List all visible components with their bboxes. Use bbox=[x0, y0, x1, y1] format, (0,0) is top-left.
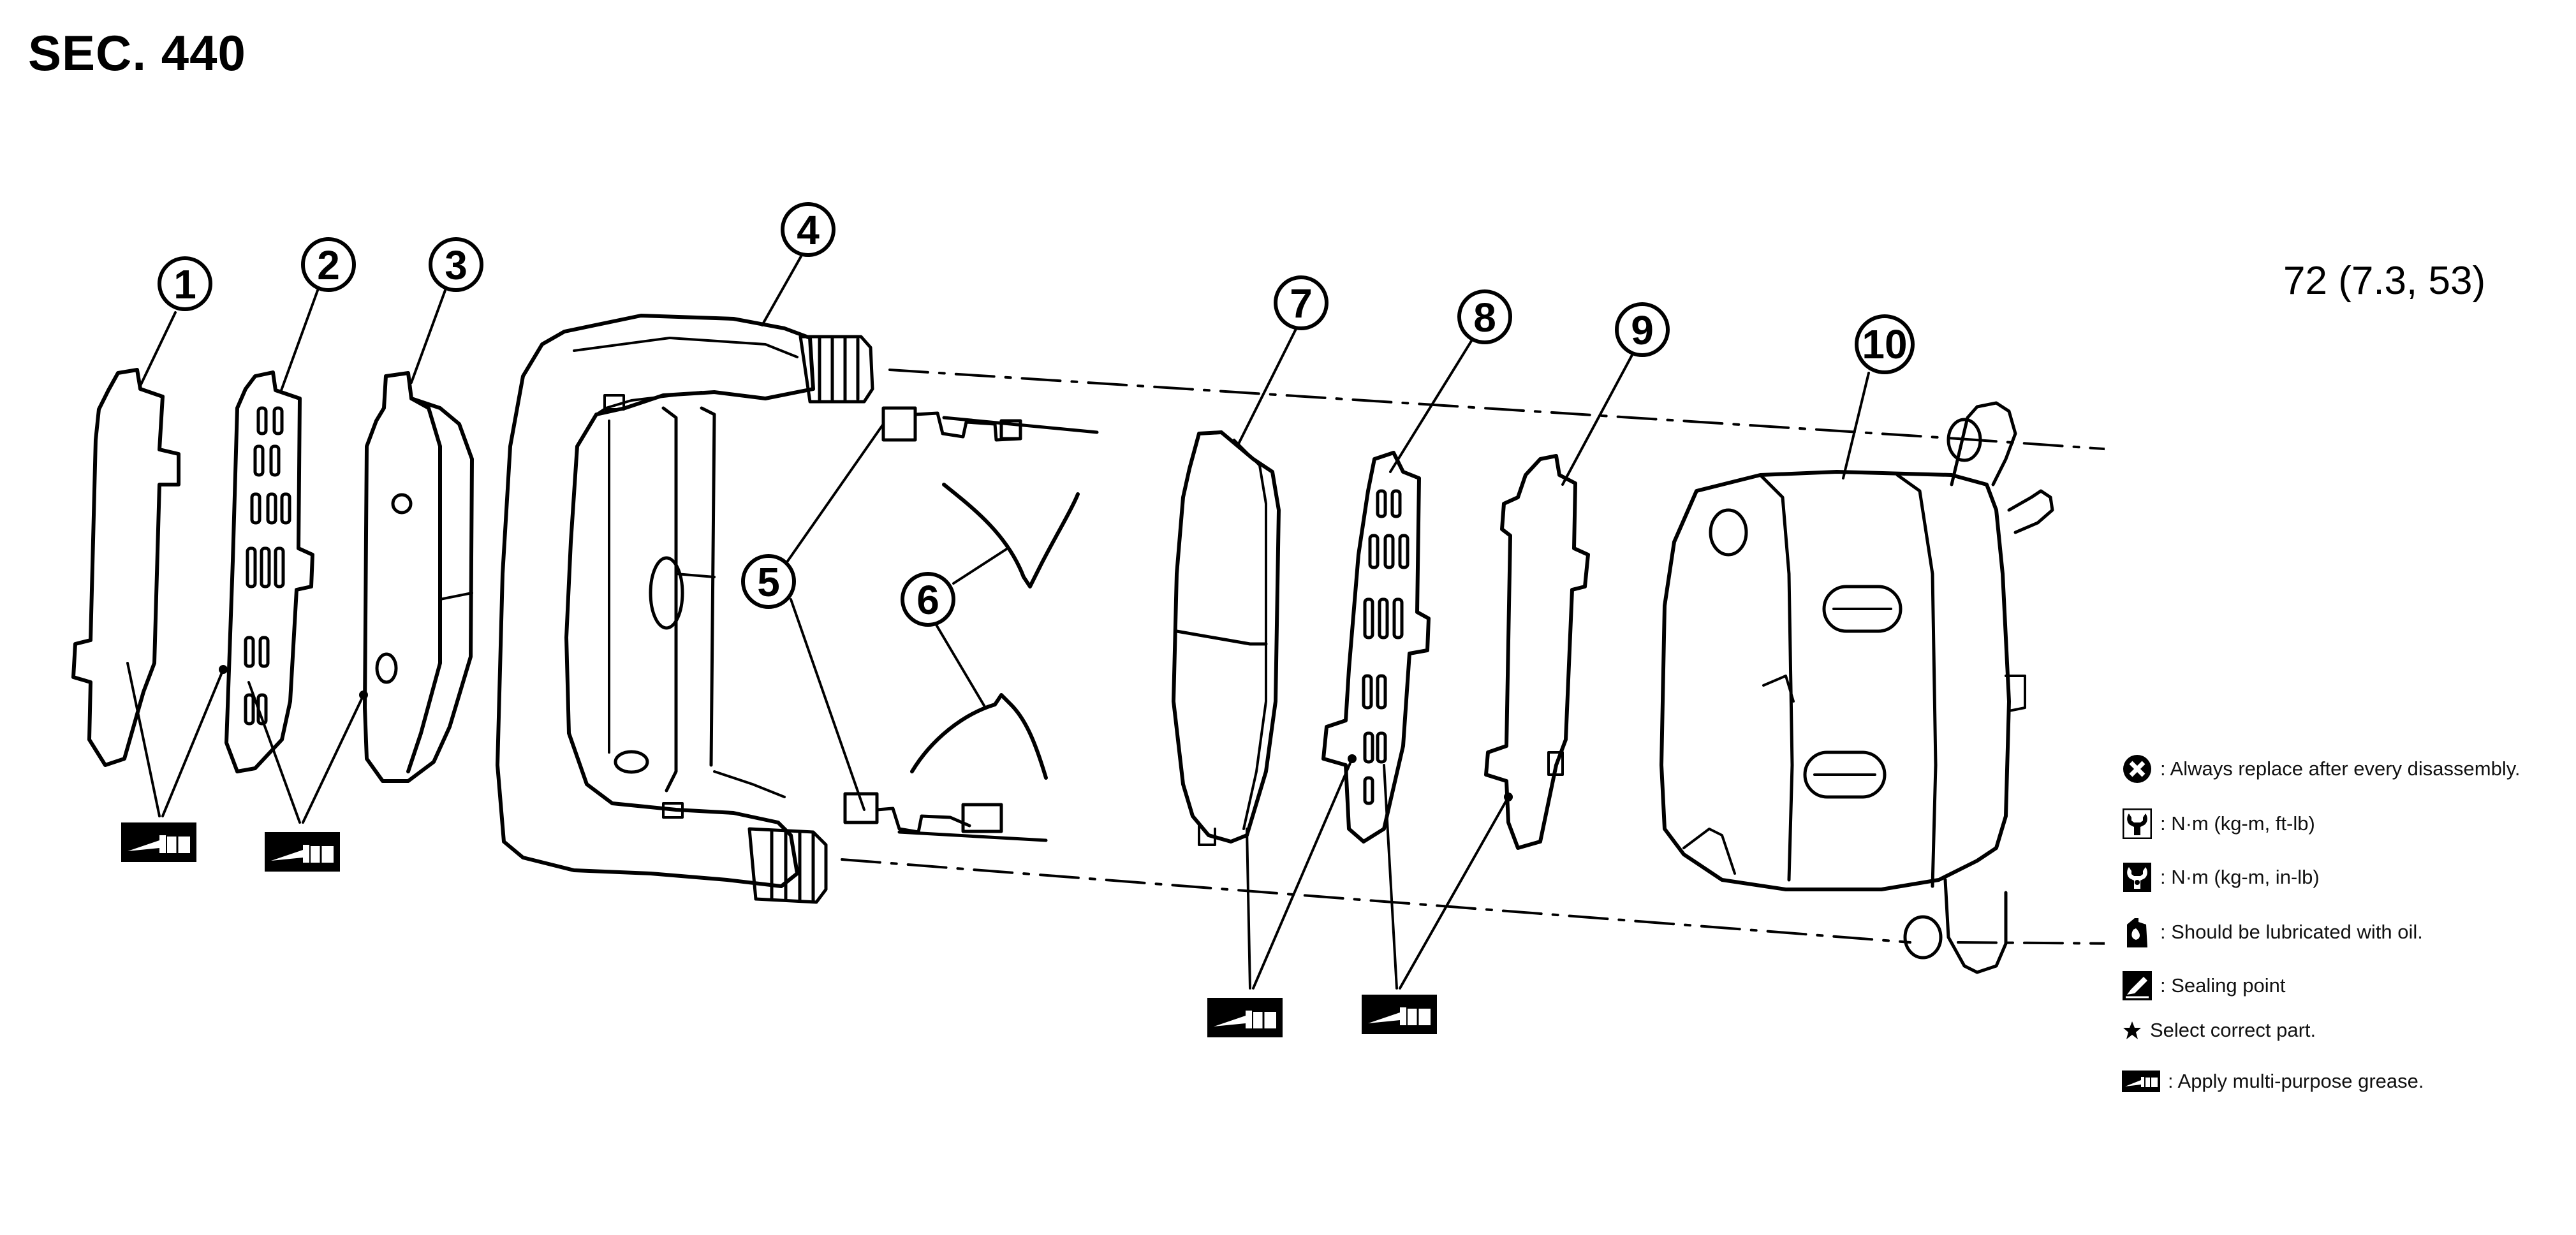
callout-8: 8 bbox=[1457, 289, 1512, 344]
callout-label: 10 bbox=[1862, 321, 1907, 367]
star-icon bbox=[2121, 1014, 2144, 1047]
grease-gun-icon bbox=[2121, 1065, 2161, 1098]
leader-dots bbox=[219, 665, 1513, 801]
sealing-point-icon bbox=[2121, 969, 2154, 1002]
part-9-shim bbox=[1484, 454, 1590, 850]
callout-label: 2 bbox=[317, 242, 340, 288]
part-1-outer-shim bbox=[71, 368, 180, 767]
legend-text: : N·m (kg-m, in-lb) bbox=[2160, 866, 2320, 888]
legend-item: : Sealing point bbox=[2121, 968, 2285, 1004]
callout-label: 5 bbox=[757, 559, 780, 605]
callout-4: 4 bbox=[781, 202, 835, 257]
callout-label: 8 bbox=[1473, 295, 1496, 340]
callout-label: 7 bbox=[1290, 281, 1313, 326]
legend-item: : Always replace after every disassembly… bbox=[2121, 751, 2521, 787]
callout-9: 9 bbox=[1615, 302, 1670, 357]
callout-5: 5 bbox=[741, 554, 796, 609]
grease-gun-icon bbox=[1207, 998, 1283, 1037]
brake-caliper-exploded-diagram: 1 2 3 4 5 6 7 8 9 10 bbox=[71, 202, 2105, 1037]
replace-x-icon bbox=[2121, 752, 2154, 786]
legend-item: Select correct part. bbox=[2121, 1012, 2316, 1048]
callout-label: 6 bbox=[916, 577, 939, 623]
legend-item: : Should be lubricated with oil. bbox=[2121, 914, 2423, 950]
upper-pin-boot bbox=[799, 335, 874, 404]
legend-text: : Always replace after every disassembly… bbox=[2160, 757, 2521, 780]
callout-1: 1 bbox=[158, 256, 212, 311]
part-10-cylinder-body bbox=[1660, 401, 2054, 974]
grease-gun-icon bbox=[121, 822, 196, 862]
lower-pin-boot bbox=[747, 827, 828, 904]
legend-text: : N·m (kg-m, ft-lb) bbox=[2160, 812, 2315, 835]
callout-10: 10 bbox=[1855, 314, 1915, 374]
legend-text: : Should be lubricated with oil. bbox=[2160, 921, 2423, 943]
callout-label: 3 bbox=[445, 242, 467, 288]
grease-gun-icon bbox=[1362, 995, 1437, 1034]
callout-3: 3 bbox=[429, 237, 483, 292]
grease-gun-icon bbox=[265, 832, 340, 872]
callout-6: 6 bbox=[901, 572, 955, 627]
grease-symbols bbox=[121, 822, 1437, 1037]
part-4-torque-member bbox=[496, 314, 874, 904]
part-2-inner-shim bbox=[224, 370, 314, 773]
part-8-inner-shim bbox=[1321, 451, 1431, 844]
legend-item: : N·m (kg-m, ft-lb) bbox=[2121, 806, 2315, 842]
legend-text: : Sealing point bbox=[2160, 974, 2286, 997]
callout-label: 1 bbox=[173, 261, 196, 307]
legend-item: : Apply multi-purpose grease. bbox=[2121, 1063, 2424, 1099]
oil-can-icon bbox=[2121, 916, 2154, 949]
leader-lines bbox=[126, 251, 1870, 990]
part-3-outer-brake-pad bbox=[363, 371, 474, 783]
page-title: SEC. 440 bbox=[28, 25, 246, 81]
torque-spec: 72 (7.3, 53) bbox=[2283, 259, 2486, 303]
part-5-pad-retainers bbox=[843, 406, 1099, 842]
legend-item: : N·m (kg-m, in-lb) bbox=[2121, 859, 2320, 895]
part-6-anti-rattle-springs bbox=[910, 483, 1080, 780]
legend-text: : Apply multi-purpose grease. bbox=[2168, 1070, 2424, 1092]
part-7-inner-brake-pad bbox=[1172, 430, 1281, 846]
assembly-axis-lines bbox=[841, 369, 2105, 945]
callout-2: 2 bbox=[301, 237, 356, 292]
callout-7: 7 bbox=[1274, 275, 1328, 330]
torque-wrench-icon bbox=[2121, 807, 2154, 840]
callout-label: 9 bbox=[1631, 307, 1654, 353]
legend-text: Select correct part. bbox=[2150, 1019, 2316, 1041]
torque-wrench-small-icon bbox=[2121, 861, 2154, 894]
callout-label: 4 bbox=[797, 207, 820, 253]
